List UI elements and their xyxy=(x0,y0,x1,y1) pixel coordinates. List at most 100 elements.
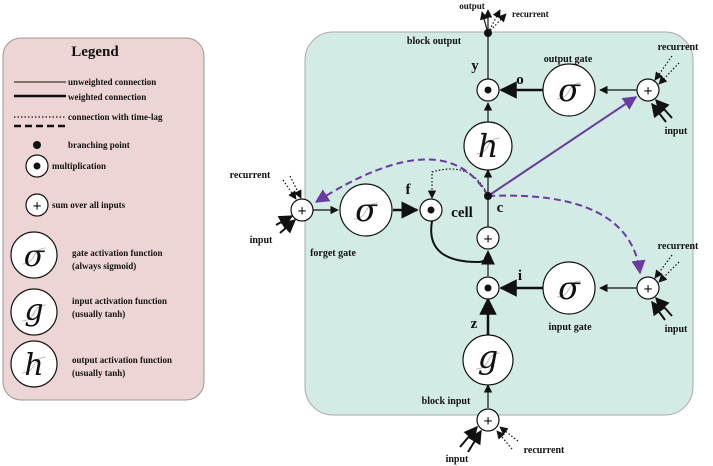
output-sigma-curve xyxy=(556,82,582,100)
external-inputs xyxy=(275,9,680,453)
block-input-input-label: input xyxy=(446,454,469,465)
block-recurrent-arrow-2 xyxy=(496,430,513,450)
output-gate-sigma-node xyxy=(542,63,596,117)
h-symbol: h xyxy=(24,348,43,383)
peephole-to-output-gate xyxy=(487,96,638,197)
c-branching-point xyxy=(484,192,492,200)
input-gate-sum-node xyxy=(636,276,660,300)
g-function-icon xyxy=(10,288,58,336)
legend-gate-fn-line1: gate activation function xyxy=(72,248,163,258)
legend-input-fn-line2: (usually tanh) xyxy=(72,309,125,319)
legend-output-fn-line1: output activation function xyxy=(72,355,172,365)
legend-output-fn-line2: (usually tanh) xyxy=(72,368,125,378)
h-node-symbol: h xyxy=(478,127,499,165)
var-y-label: y xyxy=(471,58,479,74)
input-gate-sum-plus-icon: + xyxy=(643,281,652,298)
legend-unweighted: unweighted connection xyxy=(68,77,156,87)
sum-icon xyxy=(25,193,49,217)
input-gate-recurrent-arrow-2 xyxy=(658,261,680,283)
legend-timelag: connection with time-lag xyxy=(68,112,163,122)
var-o-label: o xyxy=(516,72,524,88)
g-node xyxy=(462,334,514,386)
output-gate-input-label: input xyxy=(665,126,688,137)
output-gate-input-arrow-2 xyxy=(651,102,667,123)
output-gate-label: output gate xyxy=(544,54,593,65)
legend-branching: branching point xyxy=(68,140,130,150)
h-function-icon xyxy=(10,340,58,388)
input-mult-dot-icon xyxy=(484,284,492,292)
input-sigma-curve xyxy=(556,280,582,298)
forget-gate-recurrent-arrow-2 xyxy=(289,175,302,199)
forget-gate-sigma-node xyxy=(339,183,393,237)
output-gate-recurrent-label: recurrent xyxy=(658,42,699,53)
g-symbol: g xyxy=(24,293,43,328)
sum-plus-icon: + xyxy=(32,198,41,215)
legend-panel: Legend unweighted connection weighted co… xyxy=(2,37,205,401)
nodes: h g σ σ σ + + + + + xyxy=(290,63,660,432)
var-z-label: z xyxy=(471,316,478,332)
cell-sum-plus-icon: + xyxy=(483,231,492,248)
output-gate-recurrent-arrow-1 xyxy=(654,55,673,81)
forget-gate-input-arrow-2 xyxy=(279,219,297,234)
input-gate-input-arrow-2 xyxy=(651,300,666,321)
var-i-label: i xyxy=(518,268,522,284)
cell-sum-node xyxy=(476,226,500,250)
input-gate-input-label: input xyxy=(665,324,688,335)
legend-gate-fn-line2: (always sigmoid) xyxy=(72,261,136,271)
cell-mult-to-sum xyxy=(430,220,495,265)
multiplication-dot-icon xyxy=(33,162,41,170)
legend-multiplication: multiplication xyxy=(52,161,106,171)
forget-gate-sum-plus-icon: + xyxy=(297,203,306,220)
block-input-recurrent-label: recurrent xyxy=(524,445,565,456)
peephole-to-forget-gate xyxy=(314,158,489,203)
legend-input-fn-line1: input activation function xyxy=(72,296,167,306)
output-branching-point xyxy=(484,29,492,37)
lstm-block-background xyxy=(304,31,694,416)
output-mult-dot-icon xyxy=(484,86,492,94)
forget-gate-sigma-symbol: σ xyxy=(355,191,378,229)
block-input-arrow-2 xyxy=(467,429,482,453)
sigma-function-icon xyxy=(10,231,58,279)
var-c-label: c xyxy=(497,200,504,216)
g-curve xyxy=(21,304,47,322)
forget-mult-dot-icon xyxy=(427,206,435,214)
output-gate-sigma-symbol: σ xyxy=(558,71,581,109)
forget-gate-recurrent-label: recurrent xyxy=(230,170,271,181)
block-input-label: block input xyxy=(422,396,471,407)
g-node-symbol: g xyxy=(478,338,498,376)
h-curve xyxy=(21,356,47,374)
g-node-curve xyxy=(475,352,501,370)
input-gate-recurrent-label: recurrent xyxy=(658,241,699,252)
diagram-labels: output recurrent block output y output g… xyxy=(230,1,699,465)
block-input-sum-plus-icon: + xyxy=(483,413,492,430)
output-label: output xyxy=(459,1,485,11)
sigma-symbol: σ xyxy=(24,239,46,274)
forget-gate-sum-node xyxy=(290,198,314,222)
output-recurrent-arrow-1 xyxy=(487,13,507,34)
gate-connections xyxy=(313,81,637,297)
input-gate-sigma-node xyxy=(542,261,596,315)
block-input-sum-node xyxy=(476,408,500,432)
forget-sigma-curve xyxy=(353,202,379,220)
output-recurrent-arrow-2 xyxy=(487,9,501,34)
forget-gate-input-label: input xyxy=(250,235,273,246)
legend-weighted: weighted connection xyxy=(68,92,146,102)
output-recurrent-label: recurrent xyxy=(512,9,549,19)
legend-sum: sum over all inputs xyxy=(52,200,126,210)
legend-title: Legend xyxy=(71,44,119,60)
input-gate-sigma-symbol: σ xyxy=(558,269,581,307)
branching-point-icon xyxy=(33,141,41,149)
h-node-curve xyxy=(475,137,501,155)
sigma-curve xyxy=(21,247,47,265)
output-gate-sum-plus-icon: + xyxy=(643,83,652,100)
input-gate-recurrent-arrow-1 xyxy=(654,254,673,279)
output-gate-sum-node xyxy=(636,78,660,102)
var-f-label: f xyxy=(406,182,412,198)
forget-gate-recurrent-arrow-1 xyxy=(282,179,297,200)
cell-label: cell xyxy=(451,205,473,221)
input-gate-label: input gate xyxy=(548,322,592,333)
forget-gate-label: forget gate xyxy=(310,248,356,259)
block-output-label: block output xyxy=(407,36,462,47)
cell-recurrent-timelag xyxy=(427,168,489,199)
